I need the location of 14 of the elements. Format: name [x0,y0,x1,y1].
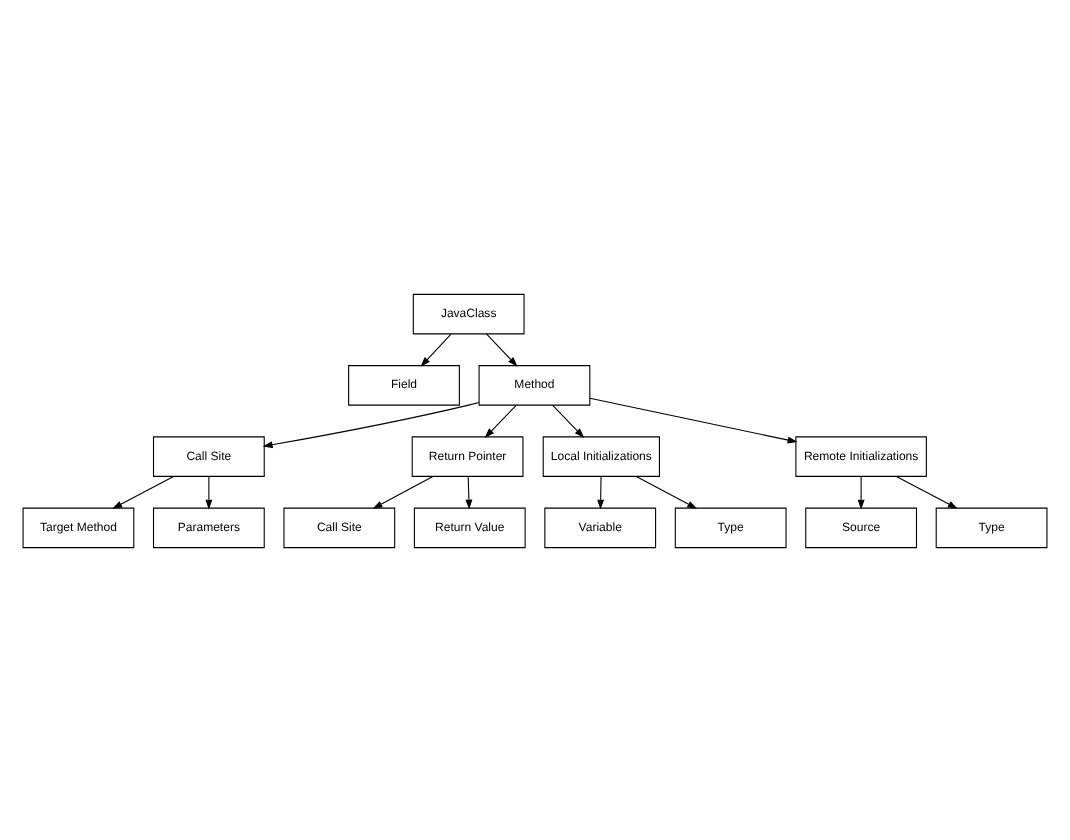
arrow [372,474,434,508]
arrow [635,474,698,508]
arrow [589,396,798,443]
arrow [262,401,480,448]
arrow [484,403,517,437]
arrow [420,332,452,366]
arrow [205,475,213,509]
arrow [895,474,958,508]
arrow [597,475,605,509]
arrow [112,474,175,508]
arrow [465,475,473,509]
arrow [857,475,865,509]
arrow [552,403,585,437]
arrow [486,332,518,366]
